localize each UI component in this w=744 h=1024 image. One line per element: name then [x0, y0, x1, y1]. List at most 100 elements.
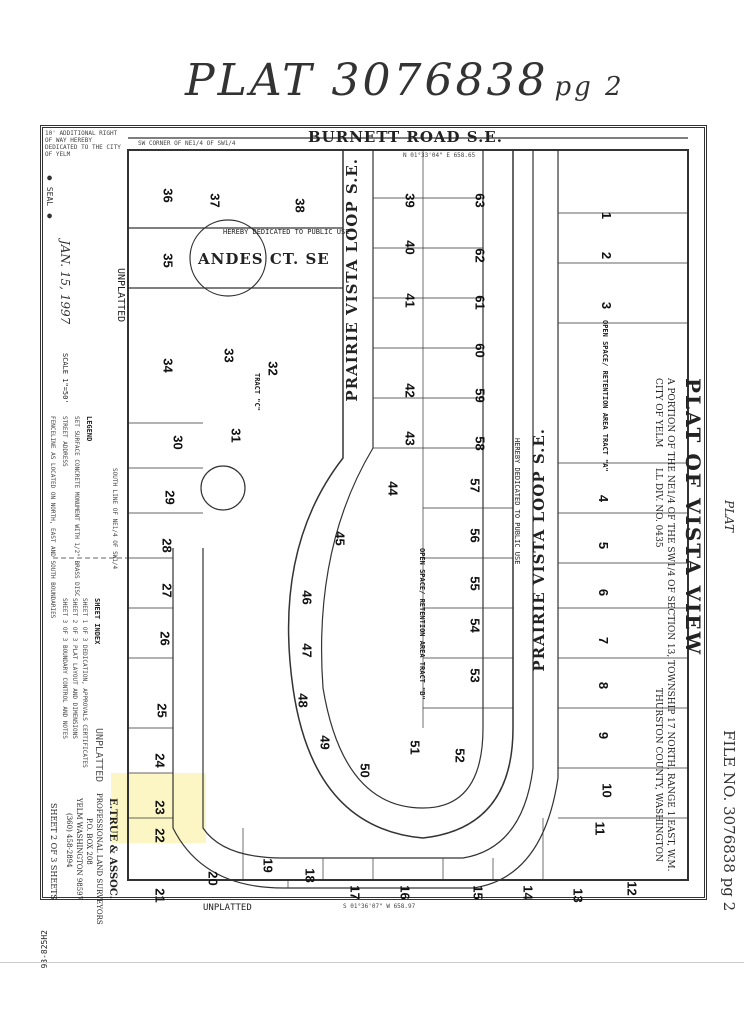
lot-number: 63 — [472, 193, 488, 208]
lot-number: 55 — [467, 576, 483, 591]
surveyor-phone: (360) 458-2894 — [65, 813, 73, 868]
lot-number: 13 — [570, 888, 586, 903]
lot-number: 28 — [159, 538, 175, 553]
tract-b: OPEN SPACE/ RETENTION AREA TRACT "B" — [418, 548, 426, 700]
public-use-note-1: HEREBY DEDICATED TO PUBLIC USE — [223, 228, 350, 236]
sheet-index-item: SHEET 1 OF 3 DEDICATION, APPROVALS CERTI… — [81, 598, 88, 768]
lot-number: 20 — [205, 871, 221, 886]
street-andes-ct: ANDES CT. SE — [198, 250, 330, 268]
row-dedication-note: 10' ADDITIONAL RIGHT OF WAY HEREBY DEDIC… — [45, 130, 121, 158]
sheet-index-title: SHEET INDEX — [93, 598, 101, 645]
lot-number: 34 — [160, 358, 176, 373]
lot-number: 7 — [596, 636, 612, 645]
south-line-note: SOUTH LINE OF NE1/4 OF SW1/4 — [111, 468, 118, 570]
lot-number: 58 — [472, 436, 488, 451]
lot-number: 18 — [302, 868, 318, 883]
lot-number: 54 — [467, 618, 483, 633]
lot-number: 26 — [157, 631, 173, 646]
unplatted-label: UNPLATTED — [115, 268, 126, 323]
lot-number: 8 — [596, 681, 612, 690]
unplatted-label: UNPLATTED — [203, 903, 252, 913]
street-prairie-vista-loop-east: PRAIRIE VISTA LOOP S.E. — [530, 428, 548, 672]
street-burnett-road: BURNETT ROAD S.E. — [308, 128, 503, 146]
lot-number: 46 — [299, 590, 315, 605]
lot-number: 27 — [159, 583, 175, 598]
lot-number: 61 — [472, 295, 488, 310]
public-use-note-2: HEREBY DEDICATED TO PUBLIC USE — [513, 438, 521, 565]
lot-number: 35 — [160, 253, 176, 268]
sheet-number: SHEET 2 OF 3 SHEETS — [49, 803, 58, 900]
lot-number: 6 — [596, 588, 612, 597]
surveyor-city: YELM WASHINGTON 98597 — [75, 798, 83, 901]
lot-number: 36 — [160, 188, 176, 203]
lot-number: 30 — [170, 435, 186, 450]
file-number: FILE NO. 3076838 pg 2 — [720, 730, 738, 912]
lot-number: 31 — [228, 428, 244, 443]
lot-number: 10 — [599, 783, 615, 798]
surveyor-title: PROFESSIONAL LAND SURVEYORS — [95, 793, 103, 925]
legend-item: SET SURFACE CONCRETE MONUMENT WITH 1/2" … — [73, 416, 80, 597]
plat-city: CITY OF YELM — [653, 378, 663, 448]
surveyor-name: E.TRUE & ASSOC. — [107, 798, 118, 900]
lot-number: 25 — [154, 703, 170, 718]
legend-title: LEGEND — [85, 416, 93, 442]
lot-number: 2 — [599, 251, 615, 260]
plat-county: THURSTON COUNTY, WASHINGTON — [653, 688, 663, 862]
lot-number: 42 — [402, 383, 418, 398]
lot-number: 17 — [347, 885, 363, 900]
lot-number: 37 — [207, 193, 223, 208]
title-block: PLAT OF VISTA VIEW A PORTION OF THE NE1/… — [643, 358, 708, 878]
lot-number: 1 — [599, 211, 615, 220]
lot-number: 57 — [467, 478, 483, 493]
surveyor-address: P.O. BOX 208 — [85, 818, 93, 865]
lot-number: 21 — [152, 888, 168, 903]
plat-description: A PORTION OF THE NE1/4 OF THE SW1/4 OF S… — [665, 378, 675, 872]
lot-number: 16 — [397, 885, 413, 900]
lot-number: 5 — [596, 541, 612, 550]
lot-number: 41 — [402, 293, 418, 308]
sw-corner-note: SW CORNER OF NE1/4 OF SW1/4 — [138, 140, 236, 147]
lot-number: 45 — [332, 531, 348, 546]
street-prairie-vista-loop-west: PRAIRIE VISTA LOOP S.E. — [343, 158, 361, 402]
lot-number: 43 — [402, 431, 418, 446]
lot-number: 32 — [265, 361, 281, 376]
lot-number: 24 — [152, 753, 168, 768]
surveyor-block: E.TRUE & ASSOC. PROFESSIONAL LAND SURVEY… — [43, 728, 128, 925]
lot-number: 44 — [385, 481, 401, 496]
handwritten-plat-note: PLAT — [722, 500, 736, 533]
lot-number: 38 — [292, 198, 308, 213]
lot-number: 4 — [596, 494, 612, 503]
lot-number: 62 — [472, 248, 488, 263]
scale-label: SCALE 1"=50' — [61, 353, 69, 404]
highlighted-lot-area — [111, 773, 206, 843]
lot-number: 33 — [221, 348, 237, 363]
tract-a: OPEN SPACE/ RETENTION AREA TRACT "A" — [601, 320, 609, 472]
lot-number: 23 — [152, 800, 168, 815]
lot-number: 49 — [317, 735, 333, 750]
lot-number: 48 — [295, 693, 311, 708]
plat-div-number: LL DIV. NO. 0435 — [653, 468, 663, 548]
lot-number: 53 — [467, 668, 483, 683]
plat-map-linework — [53, 137, 689, 889]
unplatted-label: UNPLATTED — [93, 728, 104, 783]
date-stamp: JAN. 15, 1997 — [58, 240, 72, 325]
lot-number: 40 — [402, 240, 418, 255]
lot-number: 3 — [599, 301, 615, 310]
lot-number: 12 — [624, 881, 640, 896]
lot-number: 15 — [470, 885, 486, 900]
lot-number: 59 — [472, 388, 488, 403]
page-edge — [0, 962, 744, 963]
lot-number: 47 — [299, 643, 315, 658]
lot-number: 60 — [472, 343, 488, 358]
lot-number: 14 — [520, 885, 536, 900]
lot-number: 11 — [592, 821, 608, 836]
sheet-index-item: SHEET 2 OF 3 PLAT LAYOUT AND DIMENSIONS — [71, 598, 78, 739]
legend: LEGEND SET SURFACE CONCRETE MONUMENT WIT… — [45, 416, 105, 618]
lot-number: 22 — [152, 828, 168, 843]
bearing-top: N 01°33'04" E 658.65 — [403, 152, 476, 159]
lot-number: 52 — [452, 748, 468, 763]
legend-item: FENCELINE AS LOCATED ON NORTH, EAST AND … — [49, 416, 56, 619]
tract-c: TRACT "C" — [253, 373, 261, 411]
